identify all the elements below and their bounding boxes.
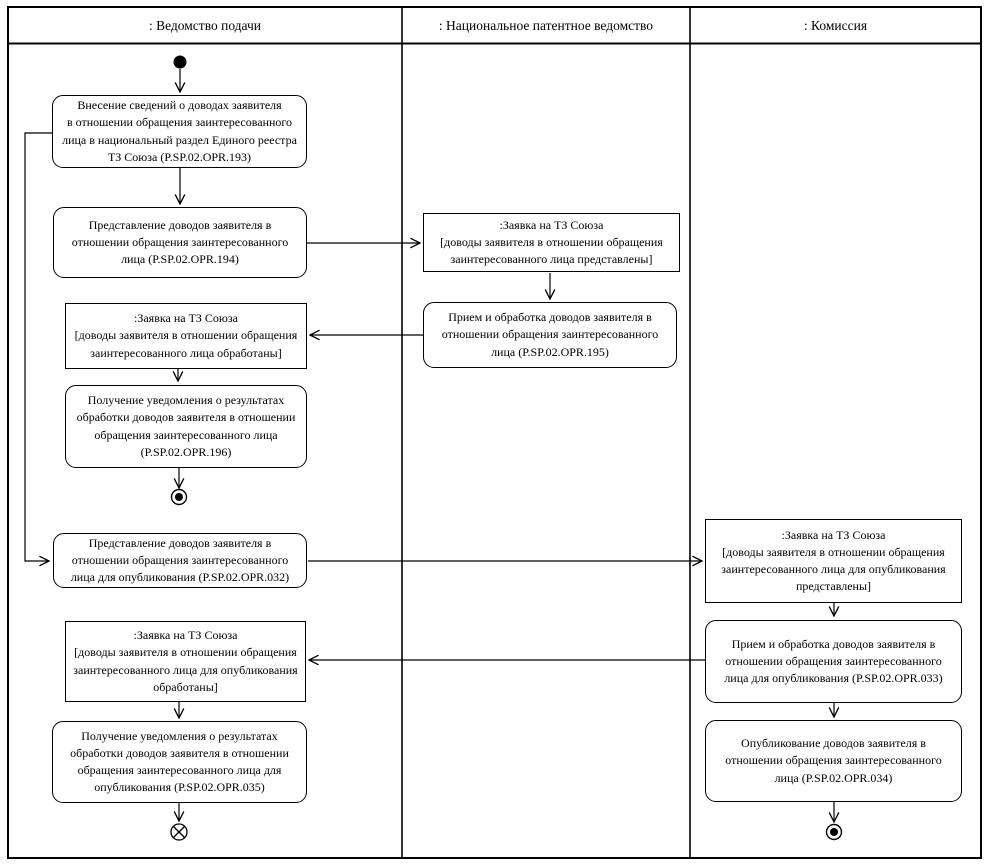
activity-opr033: Прием и обработка доводов заявителя в от… <box>705 620 962 703</box>
lane-header-commission: : Комиссия <box>803 17 868 33</box>
object-application-processed: :Заявка на ТЗ Союза [доводы заявителя в … <box>65 303 307 369</box>
activity-opr193: Внесение сведений о доводах заявителя в … <box>52 95 307 168</box>
activity-opr196: Получение уведомления о результатах обра… <box>65 385 307 468</box>
final-node-lane3 <box>825 823 843 841</box>
diagram-border <box>7 6 982 859</box>
object-application-submitted: :Заявка на ТЗ Союза [доводы заявителя в … <box>423 213 680 272</box>
activity-opr194: Представление доводов заявителя в отноше… <box>53 207 307 278</box>
activity-opr035: Получение уведомления о результатах обра… <box>52 721 307 803</box>
activity-opr195: Прием и обработка доводов заявителя в от… <box>423 302 677 368</box>
activity-opr032: Представление доводов заявителя в отноше… <box>53 533 307 588</box>
object-application-pub-submitted: :Заявка на ТЗ Союза [доводы заявителя в … <box>705 519 962 603</box>
object-application-pub-processed: :Заявка на ТЗ Союза [доводы заявителя в … <box>65 621 306 702</box>
final-node-lane1 <box>170 488 188 506</box>
edge-opr193-to-opr032 <box>24 132 52 561</box>
lane-header-national-patent-office: : Национальное патентное ведомство <box>438 17 654 33</box>
activity-opr034: Опубликование доводов заявителя в отноше… <box>705 720 962 802</box>
initial-node <box>173 55 187 69</box>
flow-final-node <box>170 823 188 841</box>
lane-header-filing-office: : Ведомство подачи <box>148 17 262 33</box>
